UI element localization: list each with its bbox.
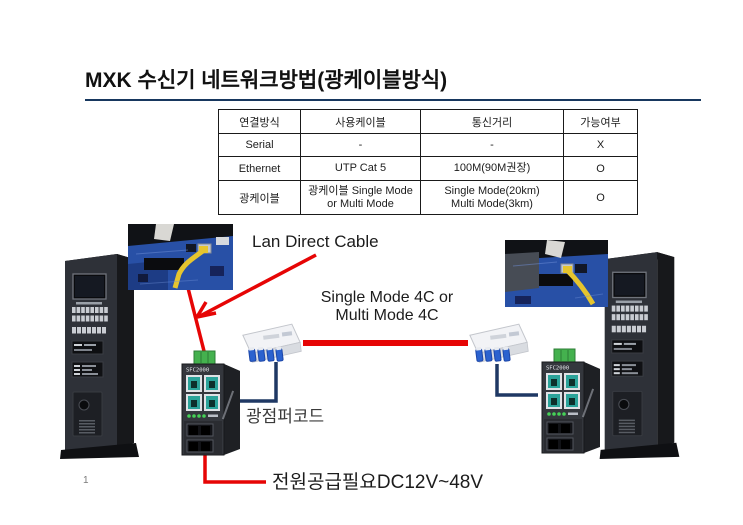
- receiver-rack-left: [60, 254, 139, 459]
- fiber-switch-right: SFC2000: [541, 348, 600, 454]
- cell-distance: 100M(90M권장): [420, 156, 564, 181]
- switch-model-label: SFC2000: [546, 366, 569, 372]
- table-row: 광케이블 광케이블 Single Mode or Multi Mode Sing…: [218, 180, 638, 215]
- cell-available: X: [563, 133, 638, 157]
- cell-distance: -: [420, 133, 564, 157]
- cell-line: or Multi Mode: [327, 197, 394, 210]
- receiver-rack-right: [599, 252, 680, 459]
- fiber-mode-line1: Single Mode 4C or: [320, 289, 454, 306]
- cell-available: O: [563, 180, 638, 215]
- cell-distance: Single Mode(20km) Multi Mode(3km): [420, 180, 564, 215]
- rack-camera-icon: [618, 398, 630, 411]
- fiber-switch-left: SFC2000: [181, 350, 240, 456]
- fiber-ports-icon: [186, 423, 214, 453]
- sc-connectors-icon: [475, 346, 511, 362]
- col-header-available: 가능여부: [563, 109, 638, 134]
- col-header-distance: 통신거리: [420, 109, 564, 134]
- fiber-jumper-label: 광점퍼코드: [246, 407, 325, 426]
- title-underline: [85, 99, 701, 101]
- rack-camera-icon: [78, 399, 90, 411]
- jumper-cord-right: [495, 364, 538, 397]
- cell-line: Single Mode(20km): [444, 184, 540, 197]
- col-header-method: 연결방식: [218, 109, 301, 134]
- fiber-mode-line2: Multi Mode 4C: [335, 307, 439, 324]
- terminal-block-icon: [553, 348, 576, 363]
- cell-available: O: [563, 156, 638, 181]
- cell-line: -: [490, 138, 494, 151]
- table-header-row: 연결방식 사용케이블 통신거리 가능여부: [218, 109, 638, 134]
- rack-module-panel: [71, 340, 104, 355]
- rj45-ports-icon: [186, 375, 220, 411]
- table-row: Serial - - X: [218, 133, 638, 157]
- cell-method: 광케이블: [218, 180, 301, 215]
- spec-table: 연결방식 사용케이블 통신거리 가능여부 Serial - - X Ethern…: [218, 109, 638, 215]
- page-number: 1: [83, 475, 89, 486]
- cell-method: Serial: [218, 133, 301, 157]
- cell-cable: 광케이블 Single Mode or Multi Mode: [300, 180, 421, 215]
- col-header-cable: 사용케이블: [300, 109, 421, 134]
- cell-cable: -: [300, 133, 421, 157]
- cell-line: UTP Cat 5: [334, 162, 387, 174]
- cell-cable: UTP Cat 5: [300, 156, 421, 181]
- arrowhead-barb-icon: [196, 311, 217, 319]
- status-leds-icon: [187, 414, 218, 418]
- ribbon-cable-icon: [545, 240, 565, 258]
- cell-line: Multi Mode(3km): [451, 197, 533, 210]
- fiber-termination-box-right: [469, 323, 529, 363]
- mainboard-photo-right: [505, 240, 608, 307]
- ribbon-cable-icon: [154, 224, 174, 241]
- rj45-ports-icon: [546, 373, 580, 409]
- table-row: Ethernet UTP Cat 5 100M(90M권장) O: [218, 156, 638, 181]
- fiber-termination-box-left: [242, 323, 302, 363]
- sc-connectors-icon: [248, 346, 284, 362]
- cell-method: Ethernet: [218, 156, 301, 181]
- cell-line: 광케이블 Single Mode: [308, 184, 413, 197]
- mainboard-photo-left: [128, 224, 233, 290]
- fiber-ports-icon: [546, 421, 574, 451]
- cell-line: 100M(90M권장): [453, 162, 531, 174]
- switch-model-label: SFC2000: [186, 368, 209, 374]
- cable-board-to-switch-left: [186, 287, 206, 352]
- rack-module-panel: [611, 339, 644, 354]
- power-supply-label: 전원공급필요DC12V~48V: [272, 472, 484, 493]
- fiber-mode-label: Single Mode 4C or Multi Mode 4C: [306, 289, 468, 325]
- status-leds-icon: [547, 412, 578, 416]
- terminal-block-icon: [193, 350, 216, 365]
- spec-table-wrap: 연결방식 사용케이블 통신거리 가능여부 Serial - - X Ethern…: [218, 109, 638, 215]
- arrowhead-barb-icon: [195, 301, 208, 318]
- page-title: MXK 수신기 네트워크방법(광케이블방식): [85, 69, 448, 92]
- cell-line: -: [358, 138, 363, 151]
- lan-direct-cable-label: Lan Direct Cable: [252, 232, 379, 251]
